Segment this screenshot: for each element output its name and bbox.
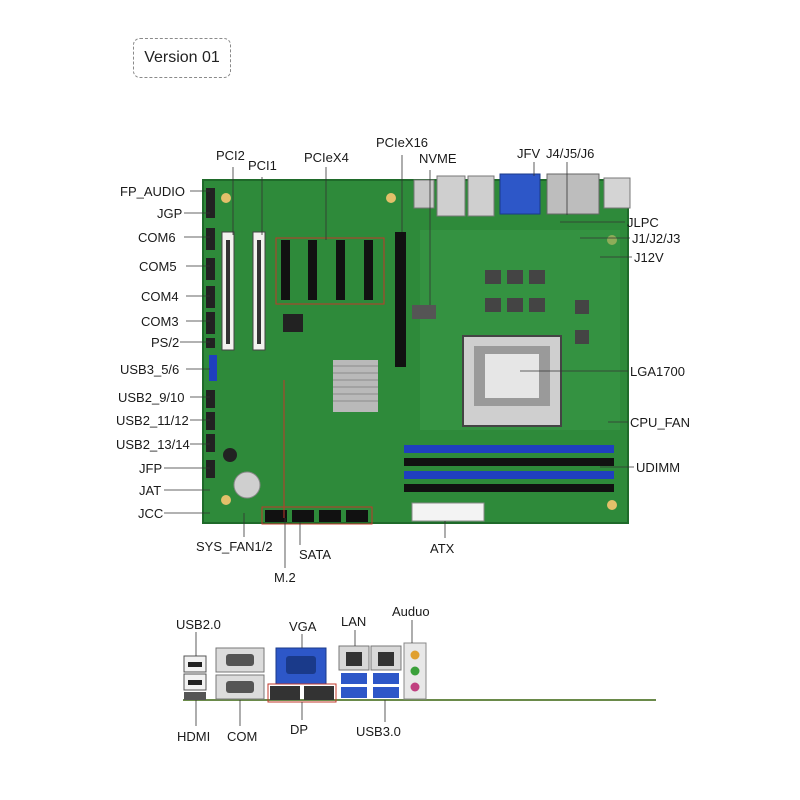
label-io-audio: Auduo: [392, 604, 430, 619]
pciex4-slot: [336, 240, 345, 300]
io-usb: [413, 179, 435, 209]
sata-port: [319, 510, 341, 522]
hdmi-port: [184, 692, 206, 700]
label-com5: COM5: [139, 259, 177, 274]
pciex16-slot: [395, 232, 406, 367]
pciex4-slot: [281, 240, 290, 300]
label-lga1700: LGA1700: [630, 364, 685, 379]
label-sata: SATA: [299, 547, 332, 562]
mount-hole: [221, 495, 231, 505]
label-atx: ATX: [430, 541, 455, 556]
usb3-port: [373, 687, 399, 698]
label-pciex4: PCIeX4: [304, 150, 349, 165]
label-io-usb20: USB2.0: [176, 617, 221, 632]
pciex4-slot: [364, 240, 373, 300]
label-pciex16: PCIeX16: [376, 135, 429, 150]
label-io-com: COM: [227, 729, 258, 744]
label-sys-fan: SYS_FAN1/2: [196, 539, 273, 554]
com-port: [215, 674, 265, 700]
chipset-heatsink: [333, 360, 378, 412]
label-io-vga: VGA: [289, 619, 317, 634]
label-udimm: UDIMM: [636, 460, 681, 475]
io-lan: [467, 175, 495, 217]
label-usb3-56: USB3_5/6: [120, 362, 180, 377]
usb3-header: [209, 355, 217, 381]
dp-port: [270, 686, 300, 700]
mount-hole: [607, 500, 617, 510]
mount-hole: [221, 193, 231, 203]
label-nvme: NVME: [419, 151, 457, 166]
label-fp-audio: FP_AUDIO: [120, 184, 186, 199]
version-badge: Version 01: [133, 38, 231, 78]
io-audio: [603, 177, 631, 209]
label-com6: COM6: [138, 230, 176, 245]
label-com3: COM3: [141, 314, 179, 329]
udimm-slot: [404, 445, 614, 453]
io-com: [546, 173, 600, 215]
atx-connector: [411, 502, 485, 522]
label-cpu-fan: CPU_FAN: [630, 415, 690, 430]
udimm-slot: [404, 484, 614, 492]
label-jat: JAT: [139, 483, 162, 498]
label-j123: J1/J2/J3: [632, 231, 681, 246]
sata-port: [346, 510, 368, 522]
pciex4-slot: [308, 240, 317, 300]
label-com4: COM4: [141, 289, 179, 304]
udimm-slot: [404, 471, 614, 479]
label-pci1: PCI1: [248, 158, 277, 173]
udimm-slot: [404, 458, 614, 466]
usb3-port: [373, 673, 399, 684]
label-usb2-1314: USB2_13/14: [116, 437, 190, 452]
label-jlpc: JLPC: [627, 215, 659, 230]
label-io-hdmi: HDMI: [177, 729, 211, 744]
label-usb2-910: USB2_9/10: [118, 390, 185, 405]
usb3-port: [341, 673, 367, 684]
label-jfv: JFV: [517, 146, 541, 161]
cmos-battery: [233, 471, 261, 499]
label-jcc: JCC: [138, 506, 164, 521]
label-pci2: PCI2: [216, 148, 245, 163]
mount-hole: [386, 193, 396, 203]
label-usb2-1112: USB2_11/12: [116, 413, 189, 428]
io-vga: [499, 173, 541, 215]
label-j456: J4/J5/J6: [546, 146, 595, 161]
label-m2: M.2: [274, 570, 296, 585]
label-io-lan: LAN: [341, 614, 367, 629]
dp-port: [304, 686, 334, 700]
label-jfp: JFP: [139, 461, 163, 476]
label-j12v: J12V: [634, 250, 664, 265]
label-ps2: PS/2: [151, 335, 180, 350]
label-jgp: JGP: [157, 206, 183, 221]
sata-port: [292, 510, 314, 522]
io-lan: [436, 175, 466, 217]
label-io-usb30: USB3.0: [356, 724, 401, 739]
label-io-dp: DP: [290, 722, 309, 737]
nvme-slot: [412, 305, 436, 319]
sata-port: [265, 510, 287, 522]
chip: [283, 314, 303, 332]
usb3-port: [341, 687, 367, 698]
